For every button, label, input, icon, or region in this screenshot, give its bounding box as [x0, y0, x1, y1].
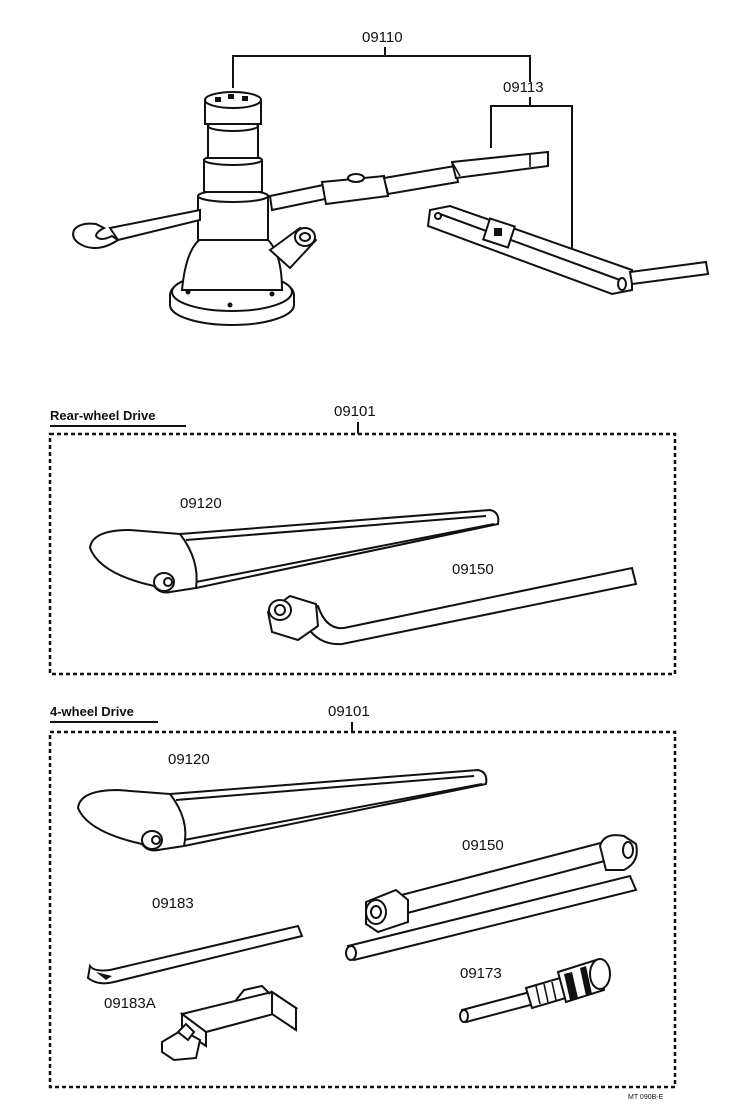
drawing-code: MT 090B-E — [628, 1094, 664, 1101]
handle-leader — [490, 105, 573, 250]
four-section-title: 4-wheel Drive — [50, 704, 134, 719]
jack-illustration — [169, 91, 318, 326]
four-extension-bar-illustration — [345, 874, 638, 962]
ratchet-handle-illustration — [426, 204, 710, 296]
four-tool-bag-illustration — [76, 768, 488, 852]
rear-kit-label: 09101 — [334, 403, 376, 420]
rear-wrench-label: 09150 — [452, 561, 494, 578]
four-wrench-label: 09150 — [462, 837, 504, 854]
extension-bar-illustration — [268, 150, 549, 212]
four-socket-wrench-illustration — [365, 834, 638, 934]
four-bracket-illustration — [161, 984, 299, 1062]
four-driver-label: 09173 — [460, 965, 502, 982]
four-adapter-driver-illustration — [459, 958, 611, 1024]
jack-set-leader — [232, 55, 531, 88]
hook-wrench-illustration — [72, 208, 201, 249]
four-kit-label: 09101 — [328, 703, 370, 720]
rear-lug-wrench-illustration — [266, 566, 638, 646]
handle-label: 09113 — [503, 79, 544, 96]
four-flat-bar-illustration — [86, 924, 304, 985]
jack-set-label: 09110 — [362, 29, 403, 46]
four-clip-label: 09183A — [104, 995, 156, 1012]
rear-bag-label: 09120 — [180, 495, 222, 512]
rear-kit-box — [48, 432, 677, 676]
four-bar-label: 09183 — [152, 895, 194, 912]
four-bag-label: 09120 — [168, 751, 210, 768]
rear-section-title: Rear-wheel Drive — [50, 408, 156, 423]
rear-tool-bag-illustration — [88, 508, 500, 594]
